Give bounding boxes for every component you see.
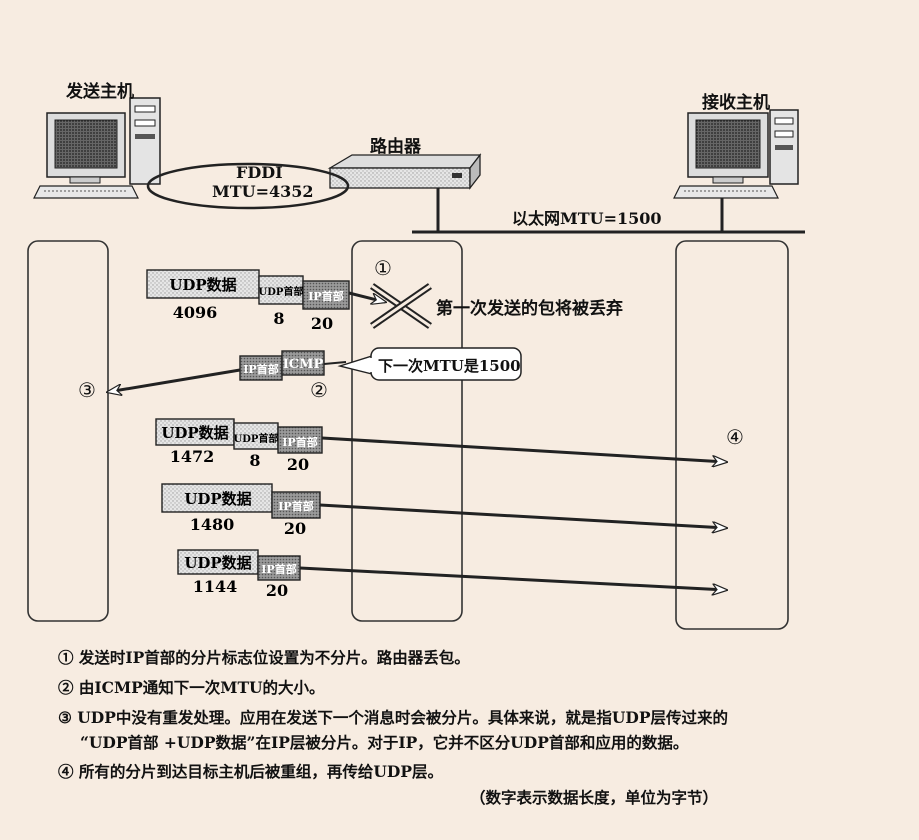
p1-udp-header-label: UDP首部 xyxy=(259,285,304,298)
fddi-ring xyxy=(146,162,350,210)
note-4: ④ 所有的分片到达目标主机后被重组，再传给UDP层。 xyxy=(58,762,444,781)
p2-udp-data-label: UDP数据 xyxy=(161,424,228,442)
icmp-arrow xyxy=(108,368,241,392)
p2-udp-length: 8 xyxy=(249,451,260,470)
sender-stack-box xyxy=(27,240,109,622)
note-3-line-1: ③ UDP中没有重发处理。应用在发送下一个消息时会被分片。具体来说，就是指UDP… xyxy=(58,708,729,727)
packet-2-arrow xyxy=(321,436,726,462)
note-1: ① 发送时IP首部的分片标志位设置为不分片。路由器丢包。 xyxy=(58,648,470,667)
sender-computer-icon xyxy=(33,97,161,199)
packet-4: UDP数据 IP首部 1144 20 xyxy=(177,549,301,600)
unit-note: （数字表示数据长度，单位为字节） xyxy=(470,788,719,807)
receiver-host-label: 接收主机 xyxy=(702,93,770,113)
next-mtu-callout-text: 下一次MTU是1500 xyxy=(378,357,521,375)
sender-host-label: 发送主机 xyxy=(66,82,134,102)
p1-udp-data-label: UDP数据 xyxy=(169,276,236,294)
router-label: 路由器 xyxy=(370,137,421,157)
packet-2: UDP数据 UDP首部 IP首部 1472 8 20 xyxy=(155,418,323,474)
marker-4: ④ xyxy=(726,425,744,449)
icmp-packet: IP首部 ICMP xyxy=(239,350,325,381)
icmp-ip-header-label: IP首部 xyxy=(243,362,278,376)
pmtu-diagram: UDP数据 UDP首部 IP首部 4096 8 20 IP首部 ICMP UDP… xyxy=(27,97,805,630)
marker-1: ① xyxy=(374,256,392,280)
fddi-label: FDDI xyxy=(236,163,283,182)
p3-ip-header-label: IP首部 xyxy=(278,499,313,513)
packet-1: UDP数据 UDP首部 IP首部 4096 8 20 xyxy=(146,269,350,333)
marker-2: ② xyxy=(310,378,328,402)
fddi-mtu-label: MTU=4352 xyxy=(212,182,314,201)
marker-3: ③ xyxy=(78,378,96,402)
ethernet-mtu-label: 以太网MTU=1500 xyxy=(512,209,662,228)
p3-ip-length: 20 xyxy=(284,519,306,538)
icmp-tail-line xyxy=(323,361,347,365)
p4-udp-data-label: UDP数据 xyxy=(184,554,251,572)
p3-udp-data-label: UDP数据 xyxy=(184,490,251,508)
p4-ip-header-label: IP首部 xyxy=(261,562,296,576)
router-icon xyxy=(327,153,482,232)
packet-1-arrow xyxy=(348,291,385,302)
p4-data-length: 1144 xyxy=(193,577,238,596)
p1-udp-length: 8 xyxy=(273,309,284,328)
p1-ip-length: 20 xyxy=(311,314,333,333)
note-3-line-2: “UDP首部 +UDP数据”在IP层被分片。对于IP，它并不区分UDP首部和应用… xyxy=(80,733,689,752)
note-2: ② 由ICMP通知下一次MTU的大小。 xyxy=(58,678,325,697)
p2-data-length: 1472 xyxy=(170,447,215,466)
icmp-label: ICMP xyxy=(283,357,324,372)
next-mtu-callout xyxy=(337,347,522,381)
dropped-callout-text: 第一次发送的包将被丢弃 xyxy=(436,299,623,319)
p1-data-length: 4096 xyxy=(173,303,218,322)
p2-ip-header-label: IP首部 xyxy=(282,435,317,449)
p4-ip-length: 20 xyxy=(266,581,288,600)
packet-3-arrow xyxy=(319,503,726,528)
p2-udp-header-label: UDP首部 xyxy=(234,432,279,445)
packet-3: UDP数据 IP首部 1480 20 xyxy=(161,483,321,538)
receiver-stack-box xyxy=(675,240,789,630)
p1-ip-header-label: IP首部 xyxy=(308,289,343,303)
receiver-computer-icon xyxy=(673,109,799,232)
p3-data-length: 1480 xyxy=(190,515,235,534)
packet-4-arrow xyxy=(299,566,726,590)
p2-ip-length: 20 xyxy=(287,455,309,474)
router-stack-box xyxy=(351,240,463,622)
drop-x-icon xyxy=(370,283,432,329)
